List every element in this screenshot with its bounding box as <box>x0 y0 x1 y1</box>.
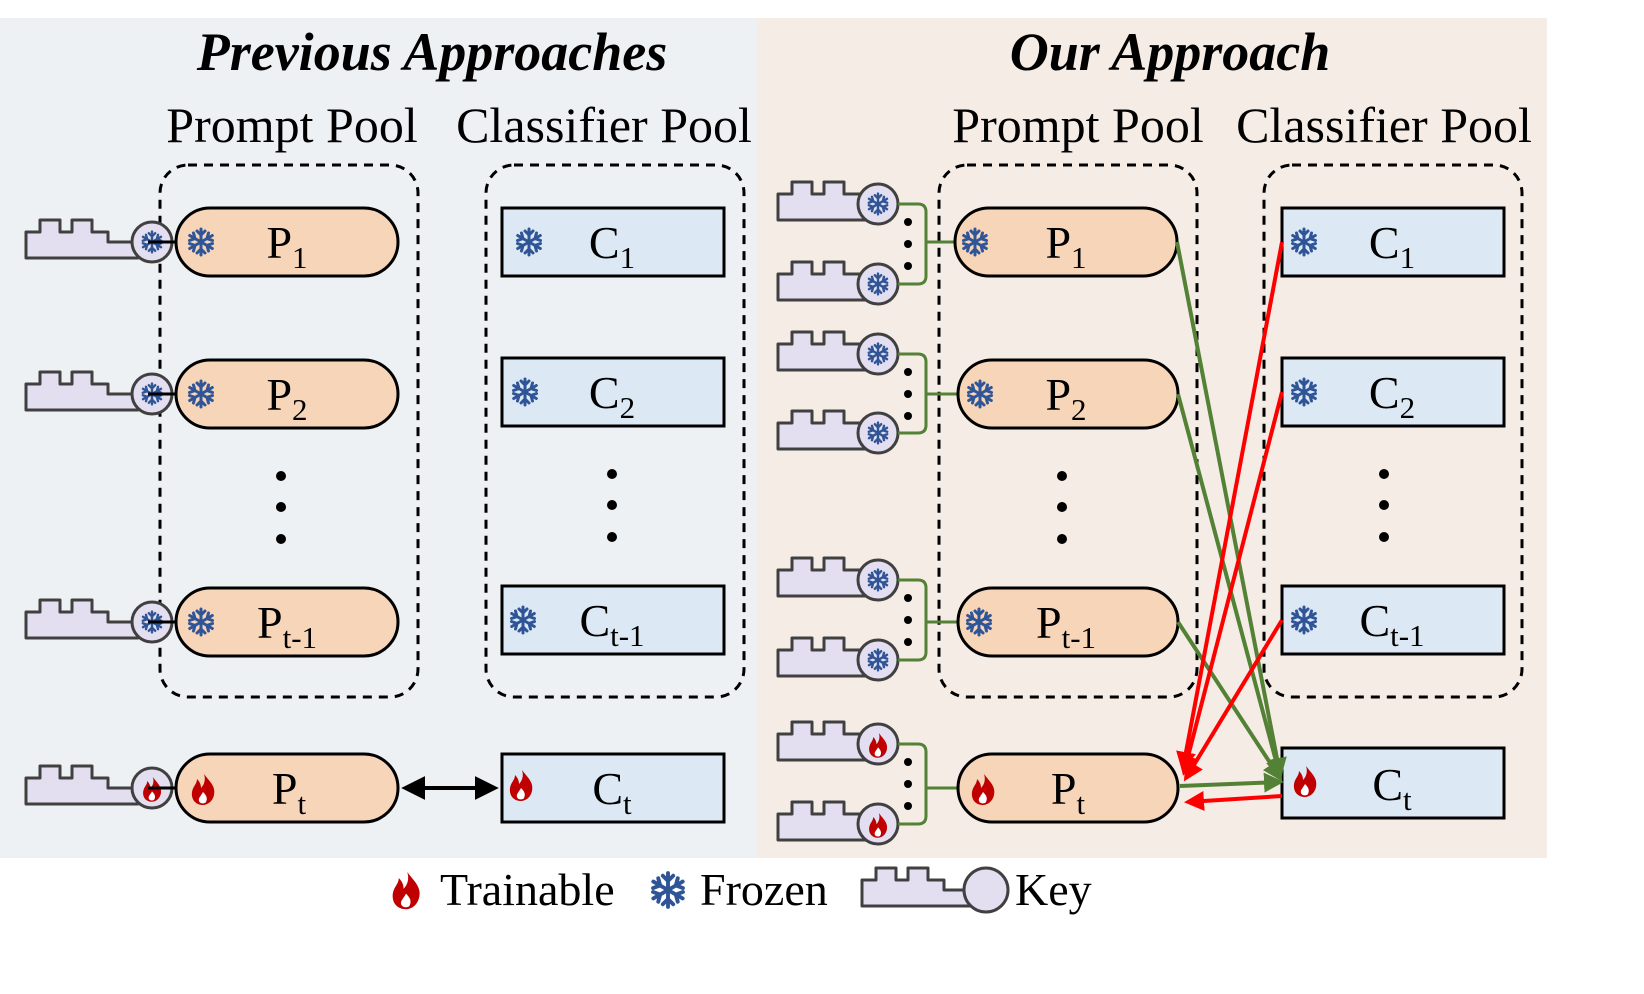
right-prompt-ellipsis <box>1057 471 1067 544</box>
svg-text:P1: P1 <box>1045 217 1086 275</box>
right-prompt-t: Pt <box>956 752 1180 824</box>
left-classifier-pool-label: Classifier Pool <box>456 97 752 153</box>
svg-text:P2: P2 <box>266 369 307 427</box>
left-classifier-pool-border <box>484 163 746 699</box>
legend-key-label: Key <box>1015 864 1092 915</box>
svg-text:P1: P1 <box>266 217 307 275</box>
left-prompt-pool-label: Prompt Pool <box>166 97 417 153</box>
red-arrow-ct-pt <box>1184 791 1283 811</box>
svg-text:P2: P2 <box>1045 369 1086 427</box>
right-key-bracket-1 <box>898 202 955 286</box>
left-classifier-ellipsis <box>607 469 617 542</box>
left-classifier-t: Ct <box>500 752 726 824</box>
right-classifier-pool-border <box>1262 163 1524 699</box>
red-arrow-c3-pt <box>1183 618 1284 782</box>
red-arrow-c1-pt <box>1176 241 1284 772</box>
right-key-bracket-2 <box>898 352 958 435</box>
svg-text:Pt-1: Pt-1 <box>257 597 317 655</box>
left-panel-bg <box>0 18 757 858</box>
right-key-bracket-t <box>898 742 958 826</box>
left-classifier-3: Ct-1 <box>500 584 726 656</box>
right-key-dots <box>904 218 912 810</box>
right-prompt-2: P2 <box>956 358 1180 430</box>
left-panel-title: Previous Approaches <box>196 22 668 82</box>
svg-text:C2: C2 <box>589 367 635 425</box>
svg-text:C1: C1 <box>589 217 635 275</box>
right-key-bracket-3 <box>898 578 958 662</box>
right-prompt-pool-border <box>937 163 1199 699</box>
left-classifier-1: C1 <box>500 206 726 278</box>
right-prompt-1: P1 <box>953 206 1179 278</box>
right-classifier-pool-label: Classifier Pool <box>1236 97 1532 153</box>
right-key-1a <box>776 180 900 226</box>
left-prompt-1: P1 <box>174 206 400 278</box>
legend-trainable-label: Trainable <box>440 864 615 915</box>
key-icon <box>860 866 1010 914</box>
right-prompt-pool-label: Prompt Pool <box>952 97 1203 153</box>
green-arrow-pt-ct <box>1179 772 1284 793</box>
right-key-3a <box>776 556 900 602</box>
right-key-ta <box>776 720 900 766</box>
svg-text:Ct: Ct <box>592 763 632 821</box>
fire-icon <box>392 872 420 910</box>
svg-text:Pt-1: Pt-1 <box>1036 597 1096 655</box>
right-classifier-3: Ct-1 <box>1280 584 1506 656</box>
svg-text:Ct-1: Ct-1 <box>1359 595 1424 653</box>
red-arrow-c2-pt <box>1178 391 1284 776</box>
svg-text:C2: C2 <box>1369 367 1415 425</box>
right-key-tb <box>776 800 900 846</box>
left-prompt-ellipsis <box>276 471 286 544</box>
right-key-1b <box>776 260 900 306</box>
green-arrow-p2-ct <box>1176 393 1286 780</box>
svg-text:Pt: Pt <box>1051 763 1086 821</box>
right-key-2b <box>776 409 900 455</box>
left-prompt-2: P2 <box>174 358 400 430</box>
right-classifier-ellipsis <box>1379 469 1389 542</box>
left-classifier-2: C2 <box>500 356 726 428</box>
snowflake-icon <box>651 871 685 909</box>
svg-text:Ct: Ct <box>1372 759 1412 817</box>
right-panel-title: Our Approach <box>1010 22 1331 82</box>
svg-text:Ct-1: Ct-1 <box>579 595 644 653</box>
right-prompt-3: Pt-1 <box>956 586 1180 658</box>
legend-frozen-label: Frozen <box>700 864 828 915</box>
right-classifier-2: C2 <box>1280 356 1506 428</box>
green-arrow-p1-ct <box>1175 241 1287 778</box>
left-prompt-3: Pt-1 <box>174 586 400 658</box>
svg-text:C1: C1 <box>1369 217 1415 275</box>
svg-text:Pt: Pt <box>272 763 307 821</box>
right-classifier-1: C1 <box>1280 206 1506 278</box>
legend: Trainable Frozen Key <box>392 864 1092 915</box>
right-key-3b <box>776 636 900 682</box>
right-classifier-t: Ct <box>1280 746 1506 820</box>
left-prompt-t: Pt <box>174 752 400 824</box>
left-prompt-pool-border <box>158 163 420 699</box>
green-arrow-p3-ct <box>1176 620 1283 782</box>
right-key-2a <box>776 330 900 376</box>
